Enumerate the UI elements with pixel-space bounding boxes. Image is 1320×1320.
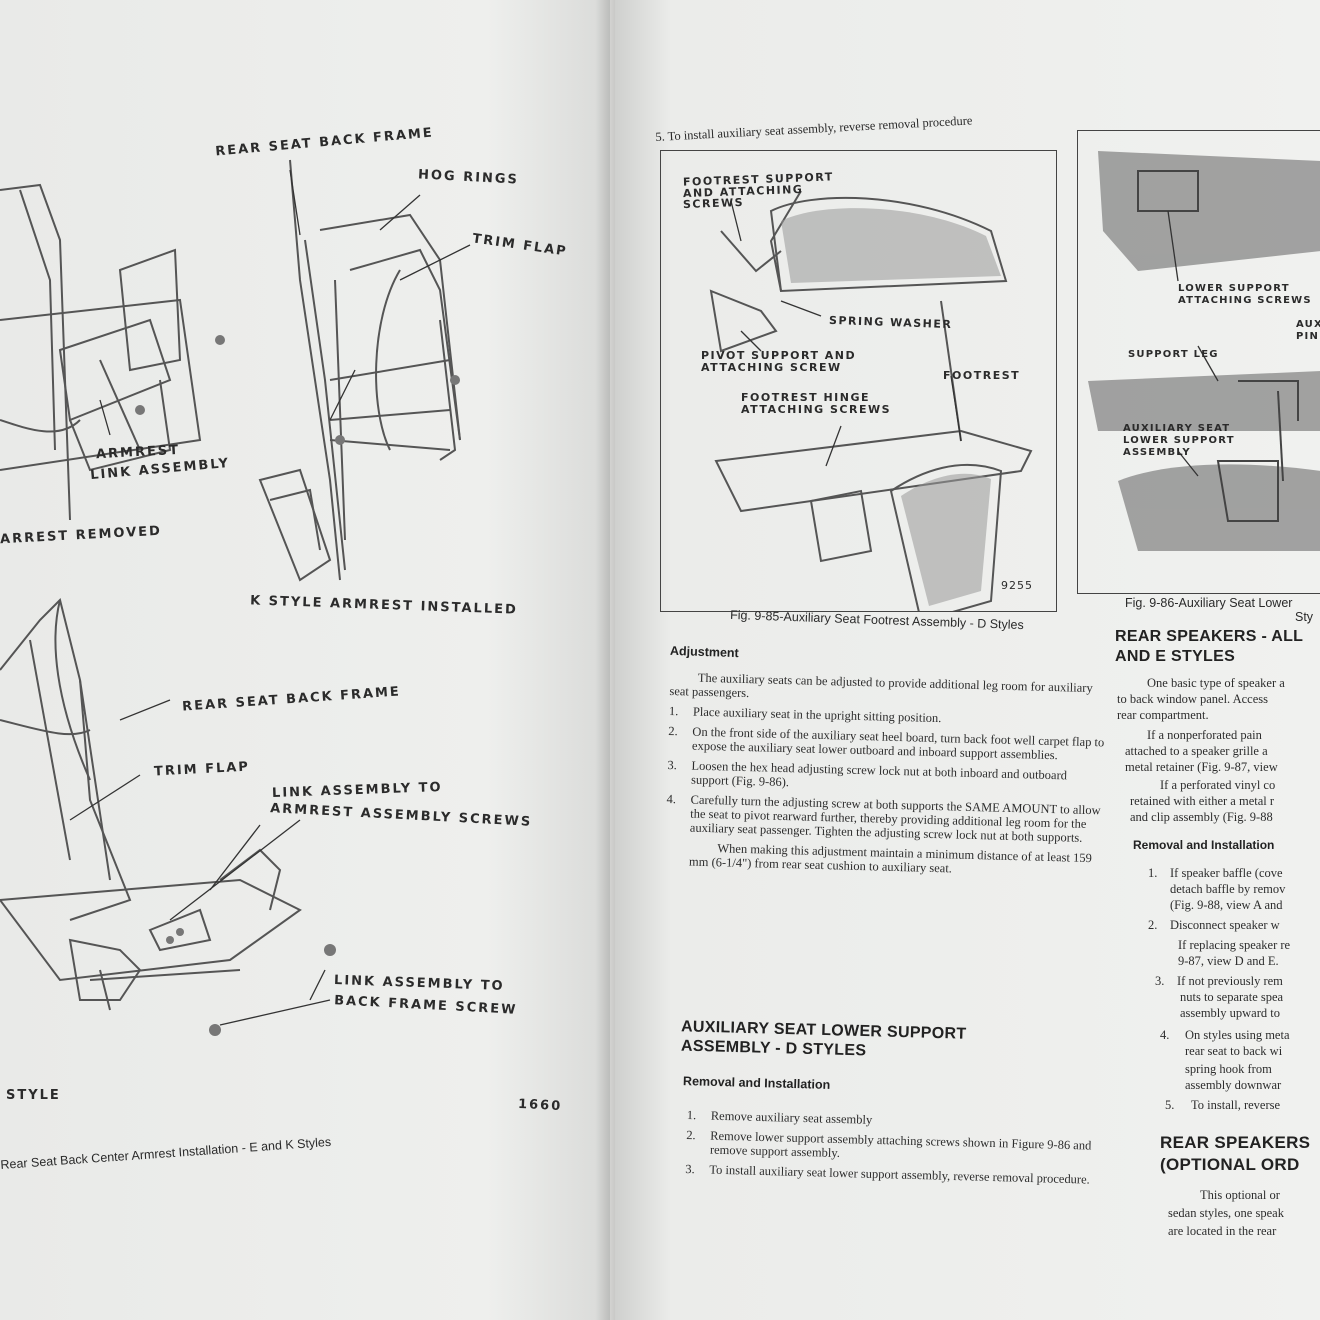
step-5-install-aux-seat: 5. To install auxiliary seat assembly, r… [655, 113, 973, 144]
adjustment-steps: 1.Place auxiliary seat in the upright si… [666, 704, 1109, 845]
figure-9-86-caption-line1: Fig. 9-86-Auxiliary Seat Lower [1125, 596, 1293, 610]
adjustment-section: The auxiliary seats can be adjusted to p… [665, 670, 1110, 879]
label-footrest-hinge-2: ATTACHING SCREWS [741, 403, 892, 416]
rear-speakers-subheading: Removal and Installation [1133, 838, 1275, 852]
label-style: STYLE [6, 1088, 61, 1103]
adjustment-note: When making this adjustment maintain a m… [688, 841, 1092, 876]
rear-speakers-optional-heading-line2: (OPTIONAL ORD [1160, 1155, 1300, 1174]
label-aux-1: AUX [1296, 319, 1320, 330]
label-pivot-support-2: ATTACHING SCREW [701, 361, 842, 374]
label-aux-lower-2: LOWER SUPPORT [1123, 435, 1235, 446]
label-aux-lower-1: AUXILIARY SEAT [1123, 423, 1231, 434]
lower-support-steps: 1.Remove auxiliary seat assembly 2.Remov… [685, 1108, 1127, 1193]
figure-9-85-box: FOOTREST SUPPORT AND ATTACHING SCREWS SP… [660, 150, 1057, 612]
left-page: REAR SEAT BACK FRAME HOG RINGS TRIM FLAP… [0, 0, 610, 1320]
k-style-installed-illustration [0, 598, 336, 1036]
adjustment-heading: Adjustment [669, 643, 739, 661]
adjustment-step: 4.Carefully turn the adjusting screw at … [666, 791, 1101, 845]
rear-speakers-optional-heading-line1: REAR SPEAKERS [1160, 1133, 1311, 1152]
label-lower-support-2: ATTACHING SCREWS [1178, 295, 1312, 306]
lower-support-subheading: Removal and Installation [682, 1074, 831, 1092]
label-pin: PIN [1296, 331, 1320, 342]
footrest-illustration [709, 190, 1033, 611]
figure-number-9255: 9255 [1001, 579, 1033, 592]
left-figure-caption: Rear Seat Back Center Armrest Installati… [0, 1134, 332, 1172]
label-footrest-support-3: SCREWS [682, 195, 745, 212]
rear-speakers-heading-line1: REAR SPEAKERS - ALL [1115, 628, 1304, 645]
label-lower-support-1: LOWER SUPPORT [1178, 283, 1290, 294]
label-aux-lower-3: ASSEMBLY [1123, 447, 1191, 458]
label-footrest: FOOTREST [943, 369, 1021, 382]
label-footrest-hinge-1: FOOTREST HINGE [741, 391, 871, 404]
label-support-leg: SUPPORT LEG [1128, 349, 1219, 360]
lower-support-step: 2.Remove lower support assembly attachin… [686, 1127, 1092, 1161]
armrest-removed-illustration [0, 159, 471, 582]
adjustment-step: 3.Loosen the hex head adjusting screw lo… [667, 757, 1068, 790]
right-page: 5. To install auxiliary seat assembly, r… [615, 0, 1320, 1320]
figure-9-86-box: LOWER SUPPORT ATTACHING SCREWS AUX PIN S… [1077, 130, 1320, 594]
lower-support-illustration [1088, 151, 1320, 551]
lower-support-heading-line2: ASSEMBLY - D STYLES [680, 1037, 867, 1060]
lower-support-step: 3.To install auxiliary seat lower suppor… [685, 1161, 1090, 1187]
adjustment-step: 2.On the front side of the auxiliary sea… [668, 723, 1105, 763]
label-pivot-support-1: PIVOT SUPPORT AND [701, 349, 857, 362]
figure-number-1660: 1660 [517, 1096, 563, 1115]
figure-9-86-caption-line2: Sty [1295, 610, 1314, 624]
rear-speakers-heading-line2: AND E STYLES [1115, 648, 1236, 665]
adjustment-intro: The auxiliary seats can be adjusted to p… [669, 670, 1093, 701]
